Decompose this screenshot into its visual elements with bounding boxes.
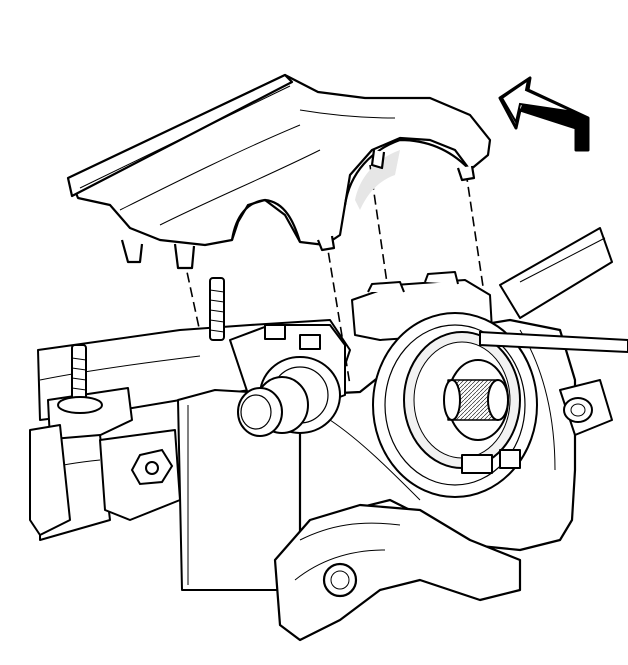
tool-rod — [479, 330, 628, 354]
direction-arrow-icon — [498, 76, 590, 152]
mounting-nut — [130, 448, 174, 486]
mounting-studs — [57, 277, 225, 414]
turn-signal-stalk — [499, 227, 613, 436]
clockspring-assembly — [351, 271, 538, 498]
ignition-lock-cylinder — [229, 324, 346, 437]
upper-column-cover — [66, 73, 492, 270]
